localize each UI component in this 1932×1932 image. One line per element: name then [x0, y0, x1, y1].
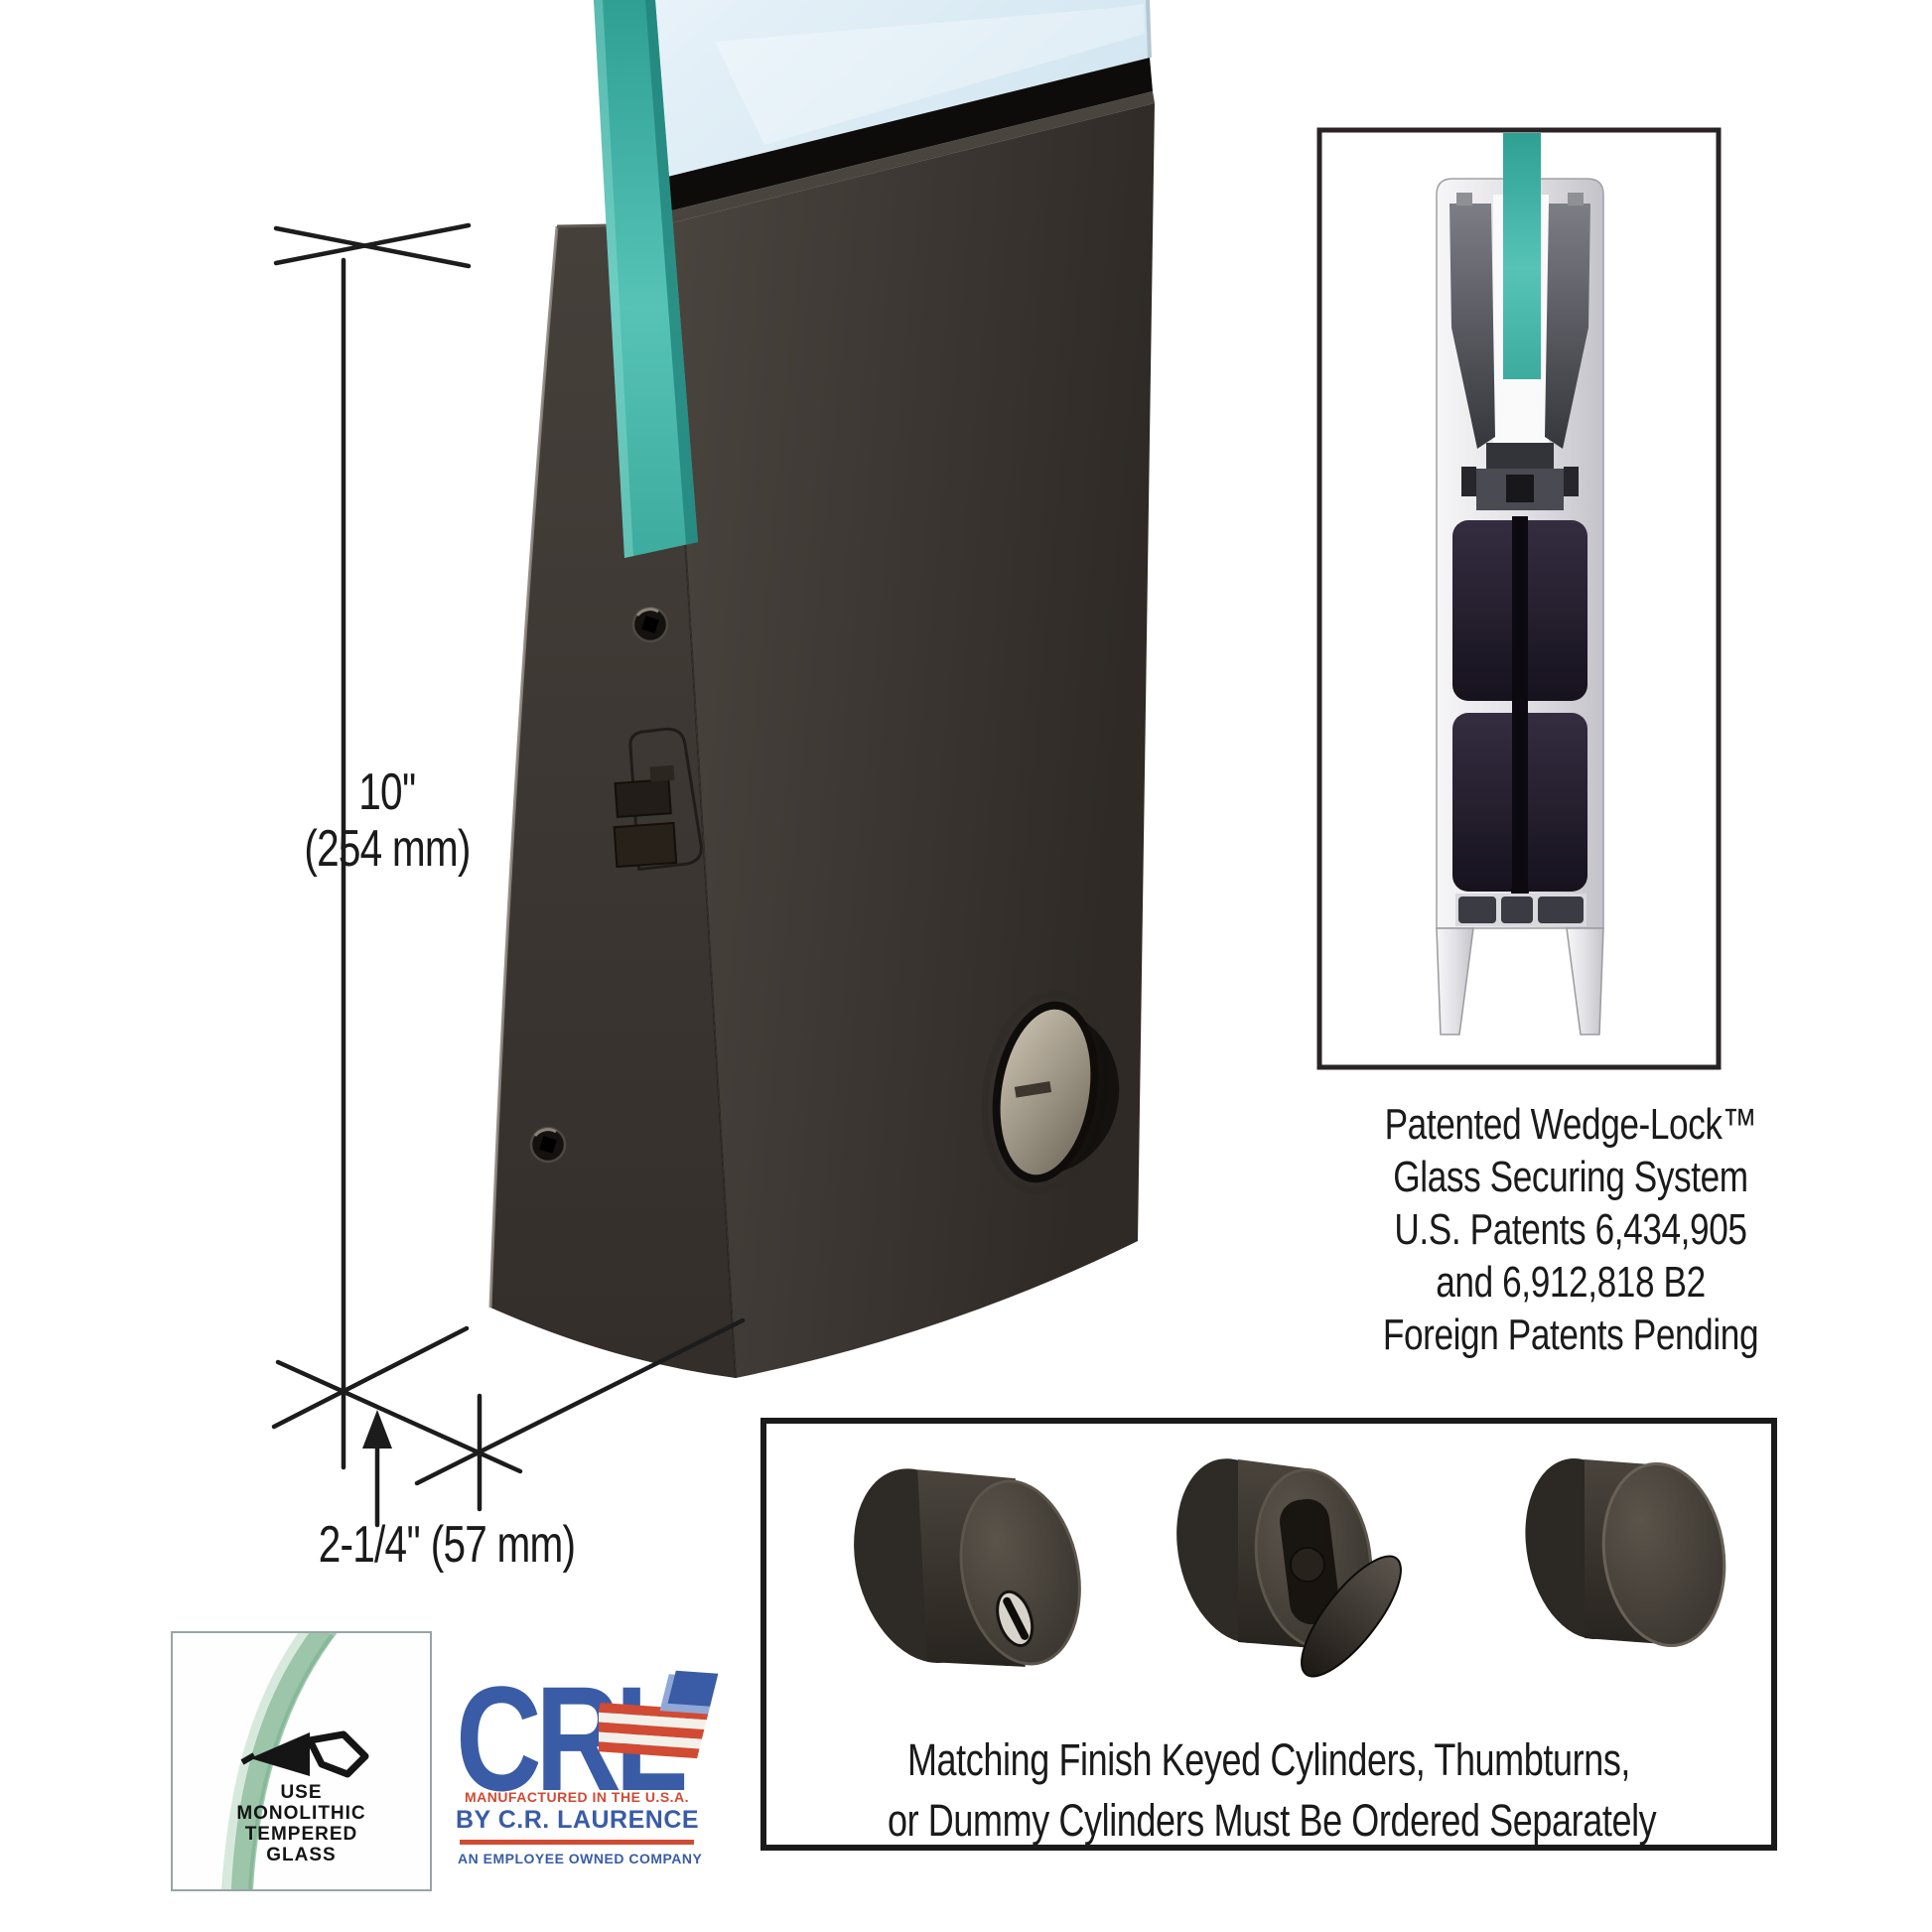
- wedge-pocket-right: [1545, 204, 1590, 449]
- crl-logo: CRL MANUFACTURED IN THE U.S.A. BY C.R. L…: [452, 1664, 719, 1922]
- glass-edge-light: [594, 0, 633, 558]
- cylinder-hole: [981, 990, 1120, 1194]
- crl-byline: BY C.R. LAURENCE: [456, 1806, 700, 1834]
- set-screw-icon: [631, 606, 669, 643]
- patent-text-block: Patented Wedge-Lock™ Glass Securing Syst…: [1263, 1098, 1878, 1361]
- extrusion-leg-right: [1566, 927, 1604, 1035]
- glazing-gasket: [635, 58, 1153, 212]
- us-flag-icon: [599, 1670, 719, 1759]
- crl-company-line: AN EMPLOYEE OWNED COMPANY: [458, 1851, 703, 1866]
- cylinders-caption: Matching Finish Keyed Cylinders, Thumbtu…: [792, 1729, 1745, 1851]
- crl-red-rule: [460, 1840, 694, 1845]
- lock-block-slot: [1506, 475, 1534, 502]
- badge-text: USE MONOLITHIC TEMPERED GLASS: [173, 1782, 430, 1865]
- horn-notch-left: [1456, 193, 1472, 206]
- bottom-pocket: [1538, 897, 1584, 923]
- patent-line: Foreign Patents Pending: [1382, 1311, 1759, 1359]
- dummy-cylinder: [1525, 1458, 1726, 1647]
- wedge-pocket-left: [1449, 204, 1495, 449]
- keyed-cylinder: [854, 1468, 1081, 1667]
- lock-tab-right: [1564, 467, 1579, 496]
- bottom-pocket: [1458, 897, 1496, 923]
- bottom-pocket: [1501, 897, 1533, 923]
- crl-made-in-line: MANUFACTURED IN THE U.S.A.: [464, 1789, 690, 1805]
- tempered-glass-mark-icon: [221, 1633, 369, 1889]
- dimension-arrow-icon: [362, 1410, 392, 1449]
- thumbturn-wing: [1301, 1555, 1402, 1678]
- cylinders-panel: [760, 1418, 1777, 1851]
- wedge-block: [1486, 443, 1554, 469]
- extrusion-leg-left: [1436, 927, 1474, 1035]
- glass-edge-shade: [645, 0, 698, 545]
- bottom-tick-back: [271, 1325, 470, 1430]
- badge-line: MONOLITHIC: [236, 1803, 366, 1824]
- depth-witness-line: [414, 1317, 746, 1486]
- dimension-lines: [271, 222, 746, 1528]
- height-metric: (254 mm): [304, 820, 471, 878]
- inset-border: [1316, 127, 1722, 1070]
- inset-glass-edge: [1503, 133, 1541, 379]
- badge-line: TEMPERED: [244, 1824, 358, 1845]
- glass-pane: [594, 0, 1150, 185]
- rail-front-face: [666, 103, 1155, 1378]
- patent-line: Glass Securing System: [1393, 1153, 1748, 1201]
- patent-line: U.S. Patents 6,434,905: [1394, 1205, 1747, 1254]
- depth-dimension-line: [275, 1359, 523, 1474]
- tempered-glass-badge: USE MONOLITHIC TEMPERED GLASS: [171, 1631, 432, 1891]
- top-tick-front: [273, 225, 472, 269]
- top-tick-back: [273, 222, 472, 266]
- horn-notch-right: [1568, 193, 1584, 206]
- set-screw-icon: [529, 1126, 567, 1164]
- patent-line: and 6,912,818 B2: [1436, 1258, 1706, 1307]
- depth-dimension-label: 2-1/4'' (57 mm): [263, 1517, 630, 1574]
- glass-edge-strip: [594, 0, 698, 558]
- latch-detail: [613, 727, 703, 872]
- cylinders-caption-line2: or Dummy Cylinders Must Be Ordered Separ…: [888, 1795, 1657, 1846]
- cylinders-caption-line1: Matching Finish Keyed Cylinders, Thumbtu…: [906, 1734, 1631, 1785]
- glass-panel: [594, 0, 1152, 185]
- depth-value: 2-1/4'' (57 mm): [318, 1516, 576, 1574]
- screw-boss-channel: [1512, 516, 1528, 890]
- rail-top-edge: [664, 91, 1155, 224]
- door-rail: [488, 0, 1155, 1379]
- thumbturn-cylinder: [1176, 1458, 1402, 1678]
- glass-reflection: [715, 4, 1145, 145]
- rail-left-highlight: [488, 225, 559, 1309]
- lock-tab-left: [1461, 467, 1476, 496]
- glass-right-edge: [1146, 0, 1152, 59]
- height-dimension-label: 10'' (254 mm): [228, 764, 546, 878]
- badge-line: USE: [280, 1782, 323, 1803]
- badge-line: GLASS: [266, 1845, 337, 1865]
- height-value: 10'': [358, 763, 416, 821]
- wedge-lock-cross-section: [1316, 127, 1722, 1070]
- patent-line: Patented Wedge-Lock™: [1384, 1100, 1757, 1149]
